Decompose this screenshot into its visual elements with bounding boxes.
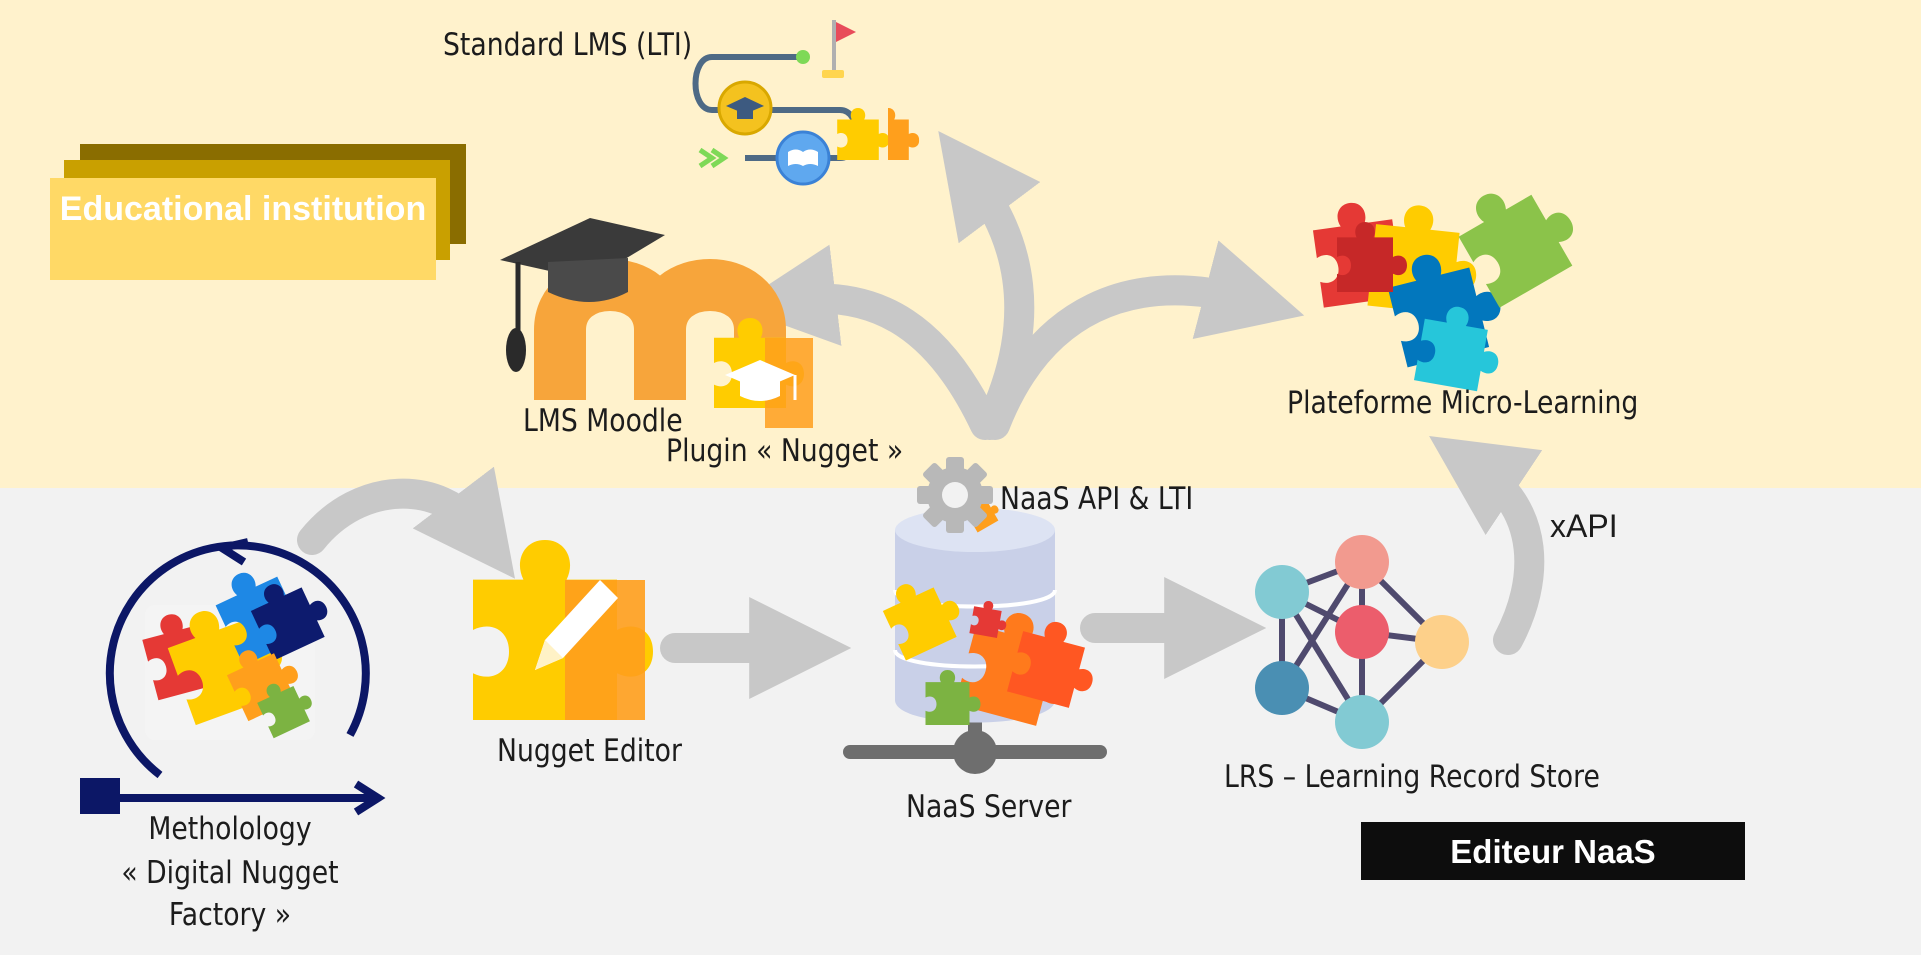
naas-editor-title-text: Editeur NaaS	[1450, 833, 1656, 870]
moodle-logo-icon	[500, 218, 786, 400]
arrow-server-to-microlearning	[980, 240, 1305, 440]
arrow-lrs-to-microlearning	[1429, 436, 1545, 655]
naas-api-label: NaaS API & LTI	[1000, 481, 1194, 517]
microlearning-label: Plateforme Micro-Learning	[1287, 385, 1639, 421]
naas-server-label: NaaS Server	[906, 789, 1072, 825]
institution-label-box	[50, 144, 466, 280]
learning-path-icon	[692, 20, 920, 186]
institution-title: Educational institution	[50, 188, 436, 230]
puzzle-pencil-icon	[473, 540, 653, 720]
methodology-label-line1: Metholology	[148, 811, 312, 847]
puzzle-graduation-cap-icon	[714, 318, 813, 428]
gear-icon	[917, 457, 993, 533]
standard-lms-label: Standard LMS (LTI)	[443, 27, 693, 63]
naas-label-box	[1361, 822, 1745, 880]
box-front	[50, 178, 436, 280]
lrs-label: LRS – Learning Record Store	[1224, 759, 1600, 795]
cycle-puzzle-icon	[80, 538, 386, 816]
methodology-label-line3: Factory »	[168, 897, 292, 933]
naas-editor-title: Editeur NaaS	[1361, 834, 1745, 870]
flow-arrows	[297, 131, 1545, 700]
institution-title-text: Educational institution	[59, 190, 427, 228]
nugget-editor-label: Nugget Editor	[497, 733, 682, 769]
arrow-server-to-moodle	[734, 244, 1000, 440]
network-graph-icon	[1255, 535, 1469, 749]
arrow-methodology-to-editor	[297, 466, 516, 579]
methodology-label-line2: « Digital Nugget	[121, 855, 339, 891]
xapi-label: xAPI	[1550, 508, 1618, 544]
plugin-nugget-label: Plugin « Nugget »	[666, 433, 904, 469]
lms-moodle-label: LMS Moodle	[523, 403, 683, 439]
